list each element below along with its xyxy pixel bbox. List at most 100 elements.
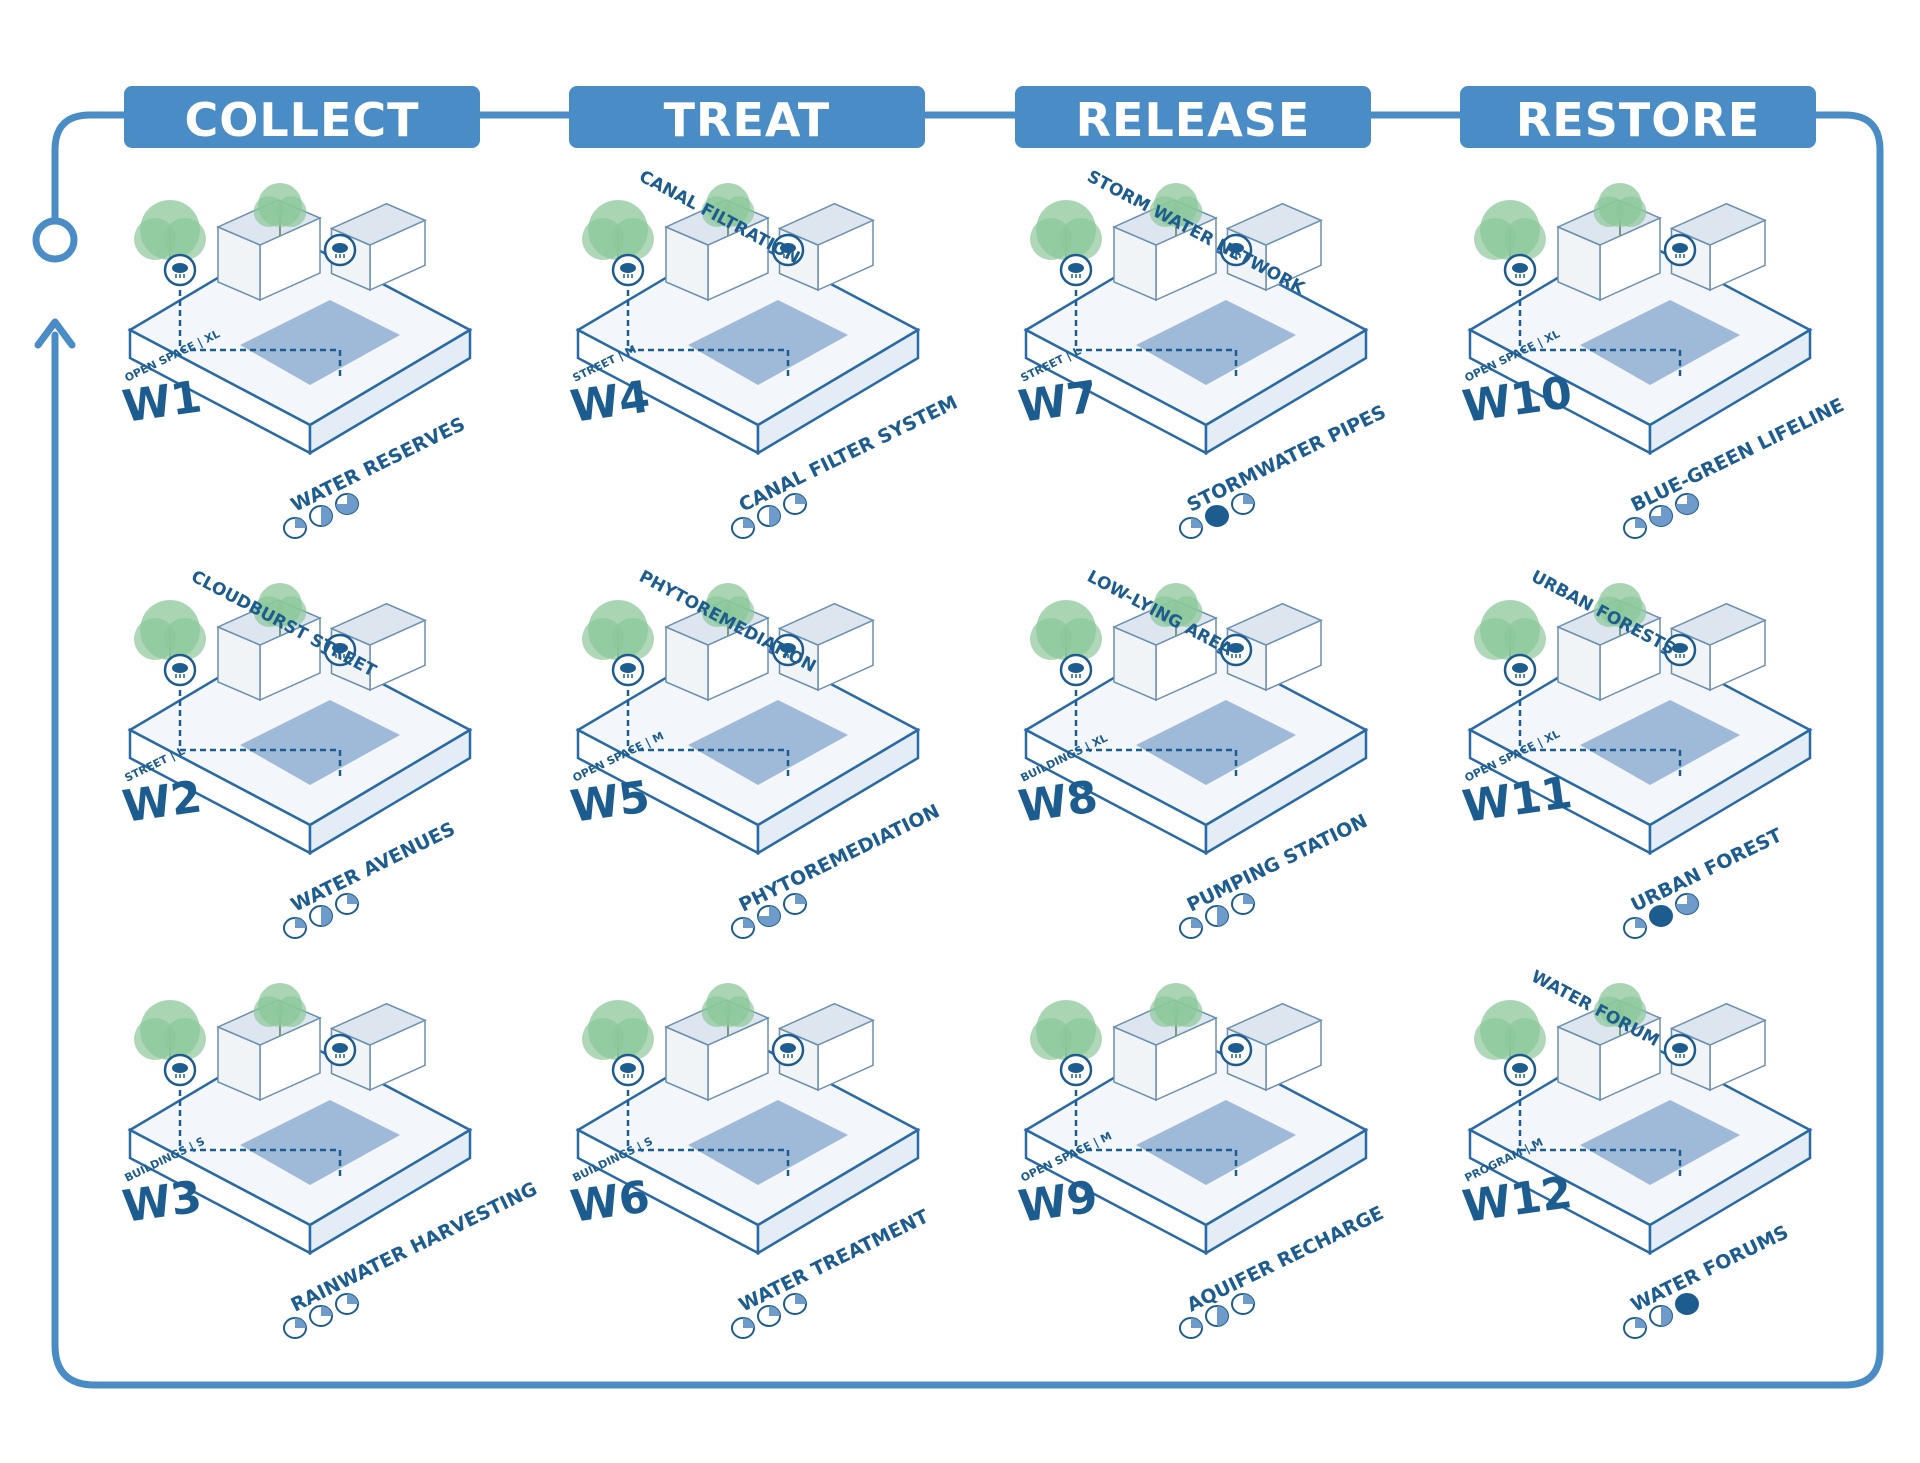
rating-disc [1205,1305,1229,1327]
rain-cloud-icon [611,653,645,687]
rating-disc [1675,1293,1699,1315]
phase-restore: RESTORE [1460,86,1816,148]
phase-label: TREAT [664,93,831,147]
tree-icon [1593,183,1647,236]
rain-cloud-icon [1219,233,1253,267]
base-right-face [1204,327,1368,456]
flow-path [178,270,342,380]
rating-disc [1623,917,1647,939]
tree-icon [701,183,755,236]
rating-disc [1675,893,1699,915]
tree-icon [582,1000,654,1072]
tree-icon [701,583,755,636]
strategy-code: W5 [567,771,652,833]
rain-cloud-icon [771,633,805,667]
rain-cloud-icon [323,233,357,267]
rating-disc [1675,493,1699,515]
base-right-face [1204,1127,1368,1256]
base-right-face [308,727,472,856]
rating-disc [335,1293,359,1315]
water-area [240,1100,400,1185]
rating-disc [731,1317,755,1339]
rating-disc [1179,1317,1203,1339]
water-area [1580,700,1740,785]
flow-path [626,1070,790,1180]
rain-cloud-icon [611,1053,645,1087]
phase-label: RESTORE [1516,93,1760,147]
water-area [688,700,848,785]
rating-disc [309,1305,333,1327]
tree-icon [1593,583,1647,636]
rating-disc [783,893,807,915]
rating-disc [1179,517,1203,539]
flow-path [178,1070,342,1180]
water-area [1580,300,1740,385]
rating-disc [1649,1305,1673,1327]
tree-icon [1474,200,1546,272]
phase-release: RELEASE [1015,86,1371,148]
rating-disc [757,1305,781,1327]
rain-cloud-icon [1059,1053,1093,1087]
strategy-code: W1 [119,371,204,433]
rating-disc [1179,917,1203,939]
rating-disc [309,905,333,927]
tree-icon [1593,983,1647,1036]
cycle-start-icon [32,217,78,263]
rain-cloud-icon [1503,253,1537,287]
rating-disc [1623,517,1647,539]
tree-icon [253,983,307,1036]
strategy-code: W7 [1015,371,1100,433]
rain-cloud-icon [771,1033,805,1067]
phase-collect: COLLECT [124,86,480,148]
water-area [240,700,400,785]
rating-disc [1205,505,1229,527]
tree-icon [1474,600,1546,672]
base-right-face [756,727,920,856]
rating-disc [783,493,807,515]
cycle-loop-line [51,111,1884,1389]
tree-icon [253,183,307,236]
rating-disc [1623,1317,1647,1339]
strategy-code: W4 [567,371,652,433]
rain-cloud-icon [1663,633,1697,667]
rating-disc [1205,905,1229,927]
flow-path [1518,670,1682,780]
rain-cloud-icon [1059,653,1093,687]
phase-label: COLLECT [184,93,419,147]
rain-cloud-icon [1219,633,1253,667]
base-right-face [1648,727,1812,856]
rain-cloud-icon [1663,233,1697,267]
rating-disc [757,905,781,927]
flow-path [1074,1070,1238,1180]
strategy-code: W3 [119,1171,204,1233]
tree-icon [1149,183,1203,236]
flow-path [1074,270,1238,380]
tree-icon [1030,200,1102,272]
rating-disc [283,517,307,539]
water-area [688,1100,848,1185]
tree-icon [582,600,654,672]
water-area [1136,700,1296,785]
base-right-face [308,327,472,456]
water-area [1136,1100,1296,1185]
base-right-face [1648,1127,1812,1256]
flow-path [1518,270,1682,380]
flow-path [1518,1070,1682,1180]
strategy-code: W6 [567,1171,652,1233]
rain-cloud-icon [1059,253,1093,287]
rain-cloud-icon [1663,1033,1697,1067]
tree-icon [582,200,654,272]
rating-disc [335,893,359,915]
rating-disc [1649,905,1673,927]
strategy-code: W8 [1015,771,1100,833]
tree-icon [134,600,206,672]
